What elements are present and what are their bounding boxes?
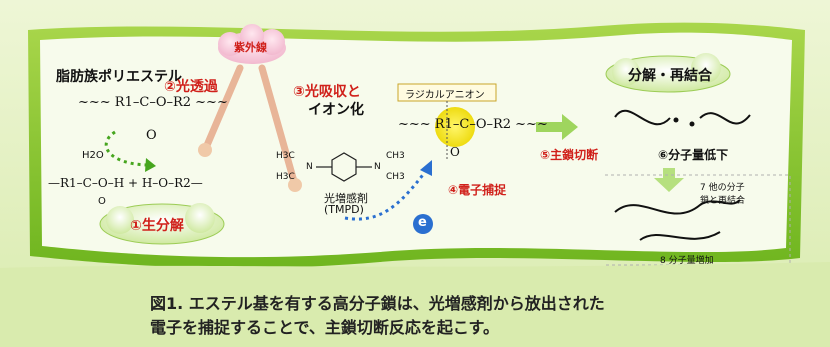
ester-carbonyl-o: O — [146, 128, 157, 143]
recombine-arrow — [654, 168, 684, 192]
uv-label: 紫外線 — [234, 41, 267, 54]
scission-arrow — [536, 114, 578, 140]
products-carbonyl-o: O — [98, 196, 106, 207]
step-3-label-line1: ③光吸収と — [293, 84, 361, 100]
step-3-label-line2: イオン化 — [308, 102, 364, 118]
step-7-label-line2: 鎖と再結合 — [700, 196, 746, 206]
sensitizer-abbr: (TMPD) — [324, 203, 364, 216]
uv-beam-left — [201, 64, 244, 154]
electron-symbol: e — [418, 215, 427, 230]
electron-arrow — [344, 171, 427, 221]
step-5-label: ⑤主鎖切断 — [540, 148, 599, 162]
sensitizer-name: 光増感剤 — [324, 192, 368, 205]
recombined-chain-1 — [614, 199, 741, 215]
uv-beam-right — [258, 64, 299, 189]
biodegradation-cloud — [99, 203, 225, 245]
title-aliphatic-polyester: 脂肪族ポリエステル — [56, 69, 182, 85]
hydrolysis-products: —R1–C–O–H + H–O–R2— — [48, 176, 203, 190]
caption-line-1: 図1. エステル基を有する高分子鎖は、光増感剤から放出された — [150, 294, 605, 313]
decomp-recomb-label: 分解・再結合 — [628, 68, 712, 84]
radical-highlight — [435, 107, 475, 147]
step-8-label: 8 分子量増加 — [660, 256, 714, 266]
fragment-right — [699, 112, 751, 125]
tmpd-h3c-1: H3C — [276, 151, 295, 161]
tmpd-h3c-2: H3C — [276, 172, 295, 182]
caption-line-2: 電子を捕捉することで、主鎖切断反応を起こす。 — [150, 318, 499, 337]
hydrolysis-arrow — [104, 130, 151, 167]
uv-cloud — [218, 24, 286, 64]
radical-carbonyl-o: O — [450, 145, 460, 159]
step-1-label: ①生分解 — [130, 218, 184, 234]
radical-chain-formula: ~~~ R1–C–O–R2 ~~~ — [398, 117, 548, 132]
tmpd-n-left: N — [306, 162, 313, 172]
water-label: H2O — [82, 150, 104, 161]
caption-band — [0, 262, 830, 347]
ester-formula-top: ~~~ R1–C–O–R2 ~~~ — [78, 95, 228, 110]
tmpd-ring — [316, 152, 372, 182]
fragment-left — [614, 109, 671, 126]
step-7-label-line1: 7 他の分子 — [700, 183, 745, 193]
tmpd-ch3-2: CH3 — [386, 172, 405, 182]
decomp-cloud — [605, 53, 731, 93]
step-2-label: ②光透過 — [164, 79, 218, 95]
uv-beam-end-left — [198, 143, 212, 157]
step-6-label: ⑥分子量低下 — [658, 148, 729, 162]
step-4-label: ④電子捕捉 — [448, 183, 507, 197]
recombined-chain-2 — [639, 231, 721, 241]
radical-anion-label: ラジカルアニオン — [405, 90, 485, 101]
tmpd-n-right: N — [374, 162, 381, 172]
tmpd-ch3-1: CH3 — [386, 151, 405, 161]
electron-badge — [413, 214, 433, 234]
uv-beam-end-right — [288, 178, 302, 192]
